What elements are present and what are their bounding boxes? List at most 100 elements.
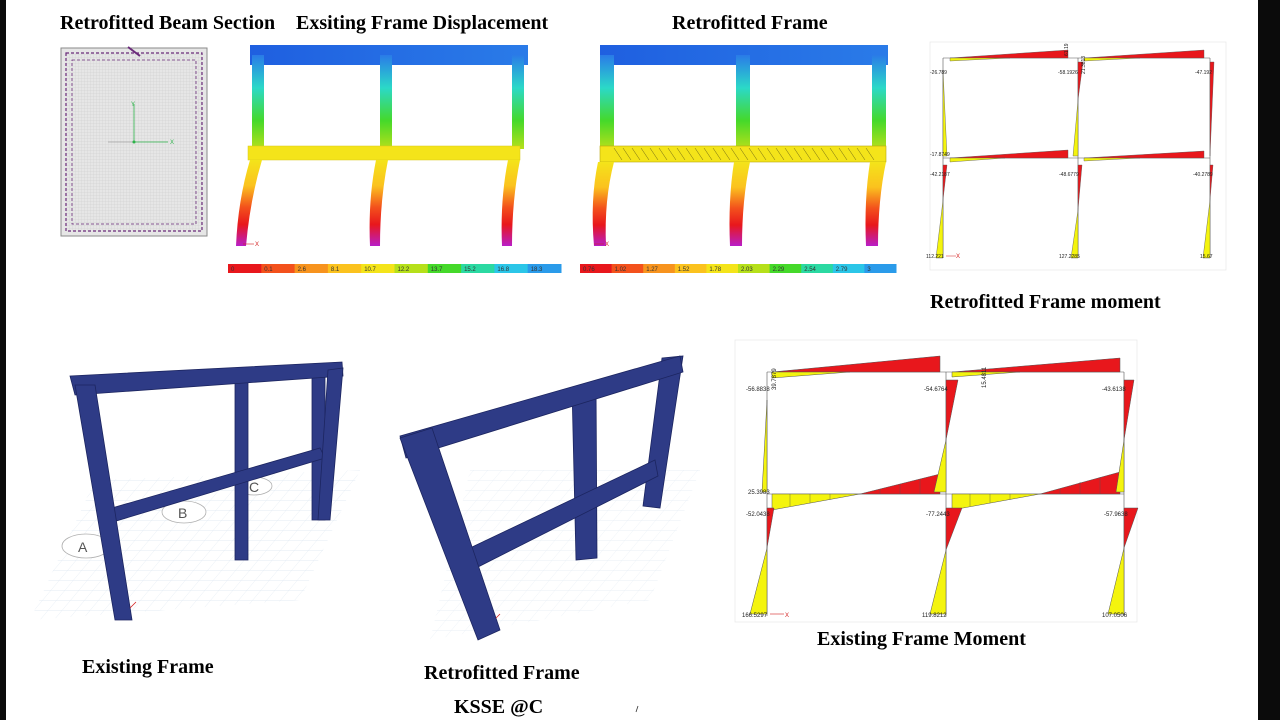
existing-scale-swatch bbox=[527, 264, 562, 273]
retrofitted-scale-label: 3 bbox=[867, 267, 871, 273]
beam-hatch-line bbox=[784, 147, 794, 161]
beam-hatch-line bbox=[730, 147, 740, 161]
retrofitted-moment-title: Retrofitted Frame moment bbox=[930, 291, 1161, 313]
existing-scale-label: 10.7 bbox=[364, 267, 376, 273]
beam-hatch-line bbox=[820, 147, 830, 161]
retrofitted-scale-swatch bbox=[643, 264, 676, 273]
retrofitted-scale-label: 1.52 bbox=[678, 267, 690, 273]
existing-scale-label: 16.8 bbox=[497, 267, 509, 273]
em-value-12: 39.7879 bbox=[772, 368, 778, 390]
rm-value-7: -40.2789 bbox=[1193, 172, 1213, 178]
existing-scale-label: 8.1 bbox=[331, 267, 340, 273]
em-value-9: 119.8212 bbox=[922, 613, 947, 619]
rm-value-10: 15.67 bbox=[1200, 254, 1213, 260]
existing-scale-label: 13.7 bbox=[431, 267, 443, 273]
beam-hatch-line bbox=[649, 147, 659, 161]
rm-value-12: 21.3813 bbox=[1081, 56, 1087, 74]
retrofitted-moment-diagram: -26.789 -58.1926 -47.192 -17.8749 -42.21… bbox=[926, 41, 1227, 271]
svg-text:X: X bbox=[785, 613, 789, 619]
em-value-6: -77.2443 bbox=[926, 512, 950, 518]
rm-value-9: 127.2285 bbox=[1059, 254, 1080, 260]
grid-bubble-c: C bbox=[249, 479, 259, 495]
rm-value-1: -26.789 bbox=[930, 70, 947, 76]
retrofitted-scale-swatch bbox=[706, 264, 739, 273]
svg-text:Y: Y bbox=[131, 102, 135, 108]
ksse-label: KSSE @C bbox=[454, 696, 544, 718]
beam-hatch-line bbox=[622, 147, 632, 161]
retrofitted-scale-label: 2.03 bbox=[741, 267, 753, 273]
existing-frame-3d: A B C bbox=[30, 361, 360, 621]
beam-hatch-line bbox=[856, 147, 866, 161]
svg-text:X: X bbox=[255, 242, 259, 248]
retrofitted-scale-label: 0.76 bbox=[583, 267, 595, 273]
beam-hatch-line bbox=[775, 147, 785, 161]
beam-hatch-line bbox=[721, 147, 731, 161]
svg-text:X: X bbox=[170, 140, 174, 146]
grid-bubble-a: A bbox=[78, 539, 88, 555]
retrofitted-frame-3d bbox=[399, 355, 700, 713]
beam-hatch-line bbox=[766, 147, 776, 161]
rm-value-11: 61.19 bbox=[1064, 43, 1070, 56]
rm-value-2: -58.1926 bbox=[1058, 70, 1078, 76]
existing-scale-swatch bbox=[327, 264, 362, 273]
existing-scale-swatch bbox=[228, 264, 262, 273]
existing-scale-label: 15.2 bbox=[464, 267, 476, 273]
beam-hatch-line bbox=[811, 147, 821, 161]
beam-hatch-line bbox=[631, 147, 641, 161]
grid-bubble-b: B bbox=[178, 505, 187, 521]
existing-scale-swatch bbox=[494, 264, 529, 273]
rm-value-5: -42.2187 bbox=[930, 172, 950, 178]
existing-displacement-figure: X bbox=[236, 45, 528, 248]
retrofitted-scale-swatch bbox=[674, 264, 707, 273]
existing-scale-swatch bbox=[361, 264, 395, 273]
retrofitted-scale-swatch bbox=[738, 264, 771, 273]
frame-displacement-title: Exsiting Frame Displacement bbox=[296, 12, 549, 34]
retrofitted-scale-label: 1.27 bbox=[646, 267, 658, 273]
existing-moment-title: Existing Frame Moment bbox=[817, 628, 1026, 650]
em-value-3: -43.6138 bbox=[1102, 387, 1126, 393]
retrofitted-scale-label: 1.78 bbox=[709, 267, 721, 273]
retrofitted-scale-label: 1.02 bbox=[615, 267, 627, 273]
existing-scale-label: 0 bbox=[231, 267, 235, 273]
retrofitted-scale-label: 2.54 bbox=[804, 267, 816, 273]
em-value-11: 15.4811 bbox=[982, 366, 988, 388]
em-value-8: 166.5297 bbox=[742, 613, 768, 619]
existing-scale-swatch bbox=[461, 264, 495, 273]
retrofitted-scale-label: 2.29 bbox=[773, 267, 785, 273]
beam-hatch-line bbox=[865, 147, 875, 161]
beam-hatch-line bbox=[694, 147, 704, 161]
existing-scale-label: 2.6 bbox=[298, 267, 307, 273]
retrofitted-scale-swatch bbox=[832, 264, 865, 273]
existing-scale-label: 18.3 bbox=[531, 267, 543, 273]
beam-hatch-line bbox=[658, 147, 668, 161]
existing-scale-swatch bbox=[294, 264, 329, 273]
beam-section-figure: X Y bbox=[60, 46, 208, 237]
em-value-10: 107.0506 bbox=[1102, 613, 1128, 619]
beam-hatch-line bbox=[712, 147, 722, 161]
em-value-5: -52.0438 bbox=[746, 512, 770, 518]
beam-hatch-line bbox=[667, 147, 677, 161]
svg-text:X: X bbox=[605, 242, 609, 248]
em-value-4: 25.3983 bbox=[748, 490, 770, 496]
rm-value-3: -47.192 bbox=[1195, 70, 1212, 76]
retrofitted-scale-swatch bbox=[769, 264, 802, 273]
beam-hatch-line bbox=[793, 147, 803, 161]
existing-moment-diagram: -56.8838 -54.6764 -43.6138 25.3983 -52.0… bbox=[734, 339, 1139, 623]
retrofitted-scale-swatch bbox=[801, 264, 834, 273]
em-value-1: -56.8838 bbox=[746, 387, 770, 393]
beam-hatch-line bbox=[739, 147, 749, 161]
beam-hatch-line bbox=[685, 147, 695, 161]
existing-scale-label: 0.1 bbox=[264, 267, 273, 273]
existing-frame-title: Existing Frame bbox=[82, 656, 214, 678]
beam-hatch-line bbox=[703, 147, 713, 161]
beam-hatch-line bbox=[748, 147, 758, 161]
rm-value-8: 112.221 bbox=[926, 254, 944, 260]
beam-hatch-line bbox=[613, 147, 623, 161]
rm-value-6: -48.6779 bbox=[1059, 172, 1079, 178]
beam-hatch-line bbox=[838, 147, 848, 161]
beam-hatch-line bbox=[802, 147, 812, 161]
em-value-7: -57.9638 bbox=[1104, 512, 1128, 518]
